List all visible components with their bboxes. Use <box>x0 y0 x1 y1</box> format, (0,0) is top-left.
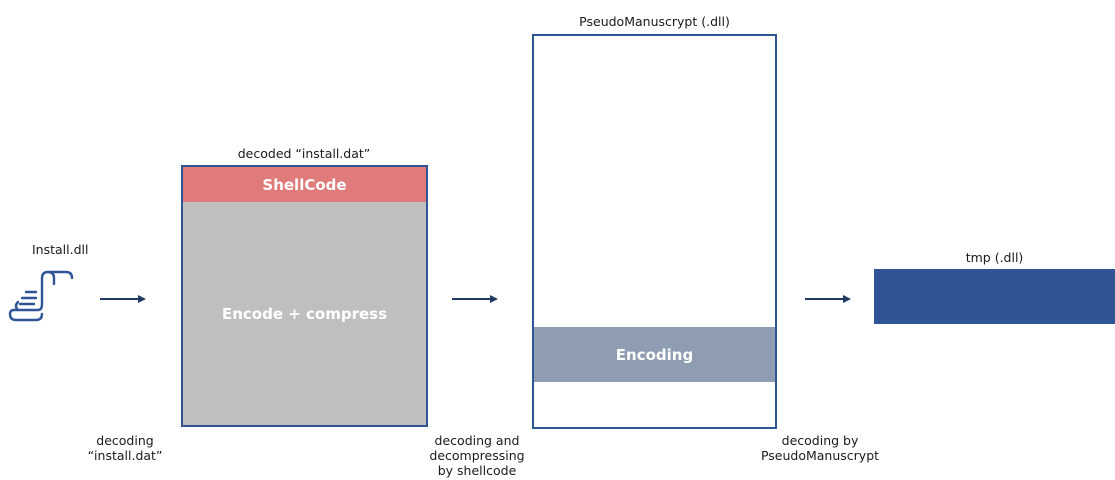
step-caption-line: decoding by <box>781 433 859 448</box>
step-caption: decoding “install.dat” <box>60 433 190 463</box>
step-caption-line: decoding and <box>434 433 520 448</box>
step-caption-line: “install.dat” <box>87 448 163 463</box>
shellcode-section: ShellCode <box>183 167 426 202</box>
step-caption-line: decompressing <box>429 448 525 463</box>
decoded-install-label: decoded “install.dat” <box>237 146 371 161</box>
arrow-right-icon <box>452 295 498 303</box>
step-caption-line: PseudoManuscrypt <box>760 448 880 463</box>
script-scroll-icon <box>8 266 74 326</box>
step-caption-line: decoding <box>96 433 154 448</box>
pseudomanuscrypt-label: PseudoManuscrypt (.dll) <box>579 14 730 29</box>
arrow-right-icon <box>805 295 851 303</box>
step-caption: decoding by PseudoManuscrypt <box>755 433 885 463</box>
tmp-label: tmp (.dll) <box>965 250 1024 265</box>
encode-compress-section: Encode + compress <box>221 304 388 323</box>
arrow-right-icon <box>100 295 146 303</box>
step-caption: decoding and decompressing by shellcode <box>412 433 542 478</box>
step-caption-line: by shellcode <box>437 463 517 478</box>
install-dll-label: Install.dll <box>32 242 89 257</box>
tmp-block <box>874 269 1115 324</box>
encoding-section: Encoding <box>534 327 775 382</box>
decoded-install-block: ShellCode Encode + compress <box>181 165 428 427</box>
pseudomanuscrypt-block: Encoding <box>532 34 777 429</box>
